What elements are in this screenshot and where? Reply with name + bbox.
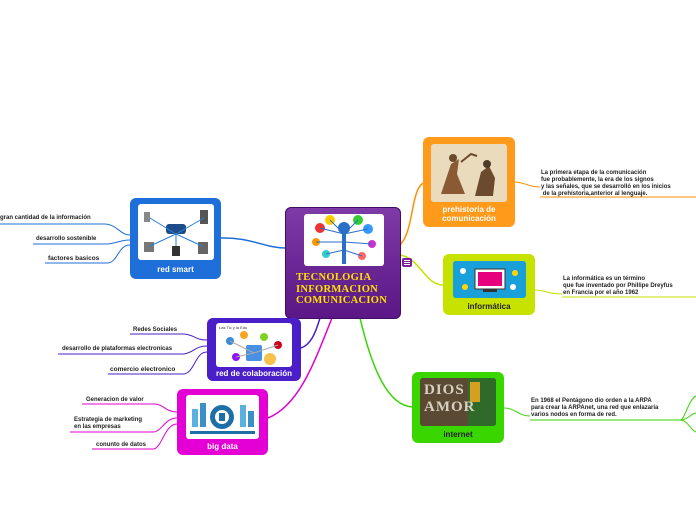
connector-informatica — [399, 254, 444, 286]
red-colaboracion-item-2[interactable]: desarrollo de plataformas electronicas — [62, 346, 173, 352]
topic-informatica-label: informática — [467, 302, 511, 311]
big-data-item-2[interactable]: Estrategia de marketing en las empresas — [74, 417, 143, 430]
topic-big-data-label: big data — [207, 442, 238, 451]
detail-internet[interactable]: En 1968 el Pentágono dio orden a la ARPA… — [531, 398, 659, 418]
internet-image-text: DIOS AMOR — [424, 382, 476, 415]
red-smart-item-2[interactable]: desarrollo sostenible — [36, 236, 97, 242]
connector-internet — [359, 317, 413, 408]
topic-prehistoria[interactable]: prehistoria de comunicación — [423, 137, 515, 227]
notes-icon[interactable] — [402, 258, 412, 267]
connector-prehistoria — [399, 181, 427, 246]
connector-red-colaboracion — [300, 317, 321, 349]
central-topic-title: TECNOLOGIA INFORMACION COMUNICACION — [296, 272, 388, 306]
informatica-image — [453, 261, 526, 298]
internet-image: DIOS AMOR — [420, 378, 496, 426]
red-smart-item-3[interactable]: factores basicos — [48, 255, 100, 262]
detail-informatica[interactable]: La informática es un término que fue inv… — [563, 276, 673, 296]
red-smart-item-1[interactable]: gran cantidad de la información — [0, 215, 91, 221]
topic-informatica[interactable]: informática — [443, 254, 535, 315]
prehistoria-image — [431, 144, 507, 202]
topic-internet[interactable]: DIOS AMOR internet — [412, 372, 504, 443]
tech-tree-icon — [304, 214, 384, 266]
topic-prehistoria-label: prehistoria de comunicación — [442, 205, 496, 223]
connector-red-smart — [220, 237, 286, 249]
topic-big-data[interactable]: big data — [177, 389, 268, 455]
red-colaboracion-item-1[interactable]: Redes Sociales — [133, 327, 178, 333]
topic-red-smart[interactable]: red smart — [130, 198, 221, 279]
colaboracion-image-caption: Las Tic y la Edu — [219, 325, 248, 330]
red-colaboracion-item-3[interactable]: comercio electronico — [110, 366, 176, 373]
big-data-item-3[interactable]: conunto de datos — [96, 442, 146, 448]
topic-red-smart-label: red smart — [157, 265, 194, 274]
topic-red-colaboracion[interactable]: Las Tic y la Edu red de colaboración — [207, 318, 301, 381]
red-colaboracion-image: Las Tic y la Edu — [216, 323, 292, 367]
connector-big-data — [267, 317, 333, 419]
big-data-item-1[interactable]: Generacion de valor — [86, 397, 144, 403]
detail-prehistoria[interactable]: La primera etapa de la comunicación fue … — [541, 170, 671, 197]
big-data-image — [186, 395, 259, 439]
red-smart-image — [138, 204, 214, 260]
topic-red-colaboracion-label: red de colaboración — [215, 369, 293, 378]
central-topic[interactable]: TECNOLOGIA INFORMACION COMUNICACION — [285, 207, 401, 319]
topic-internet-label: internet — [443, 430, 473, 439]
